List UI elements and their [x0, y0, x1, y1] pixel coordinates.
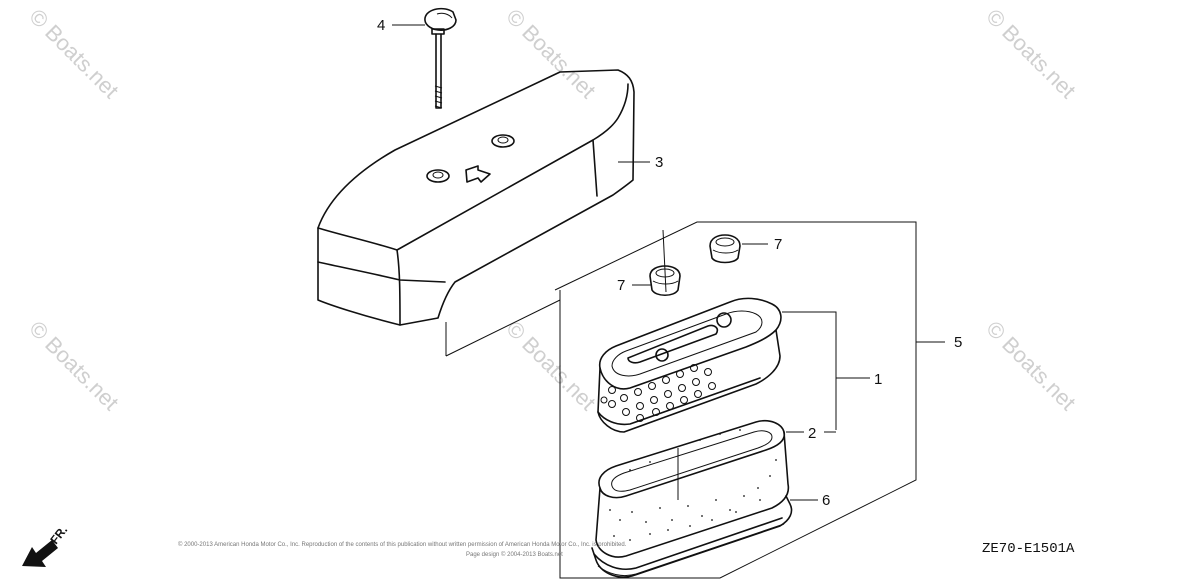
watermark: © Boats.net [501, 4, 600, 103]
callout-6: 6 [822, 492, 830, 509]
copyright-line-2: Page design © 2004-2013 Boats.net [466, 551, 563, 558]
watermark: © Boats.net [24, 316, 123, 415]
callout-2: 2 [808, 425, 816, 442]
part-2-foam-prefilter [595, 419, 790, 558]
part-1-air-filter-element [597, 297, 782, 433]
callout-5: 5 [954, 334, 962, 351]
front-arrow-icon [22, 540, 58, 567]
callout-labels: 1 2 3 4 5 6 7 7 [377, 17, 962, 509]
foam-texture [609, 429, 777, 541]
watermark: © Boats.net [501, 316, 600, 415]
part-3-air-cleaner-cover [317, 69, 635, 326]
part-4-wing-bolt [424, 7, 457, 109]
watermark-layer: © Boats.net © Boats.net © Boats.net © Bo… [24, 4, 1080, 415]
front-direction-indicator: FR. [22, 523, 70, 567]
callout-7-left: 7 [617, 277, 625, 294]
copyright-notice: © 2000-2013 American Honda Motor Co., In… [178, 541, 627, 558]
callout-3: 3 [655, 154, 663, 171]
leader-lines [392, 24, 870, 501]
callout-7-right: 7 [774, 236, 782, 253]
part-5-kit-bracket [554, 221, 945, 579]
fitting-guide [445, 229, 667, 357]
part-7-grommet-left [649, 265, 681, 297]
filter-screen-holes [600, 364, 716, 422]
callout-4: 4 [377, 17, 385, 34]
diagram-code: ZE70-E1501A [982, 541, 1075, 557]
part-6-filter-base [591, 495, 793, 578]
part-7-grommet-right [709, 234, 741, 264]
callout-1: 1 [874, 371, 882, 388]
watermark: © Boats.net [24, 4, 123, 103]
watermark: © Boats.net [981, 316, 1080, 415]
watermark: © Boats.net [981, 4, 1080, 103]
copyright-line-1: © 2000-2013 American Honda Motor Co., In… [178, 541, 627, 548]
